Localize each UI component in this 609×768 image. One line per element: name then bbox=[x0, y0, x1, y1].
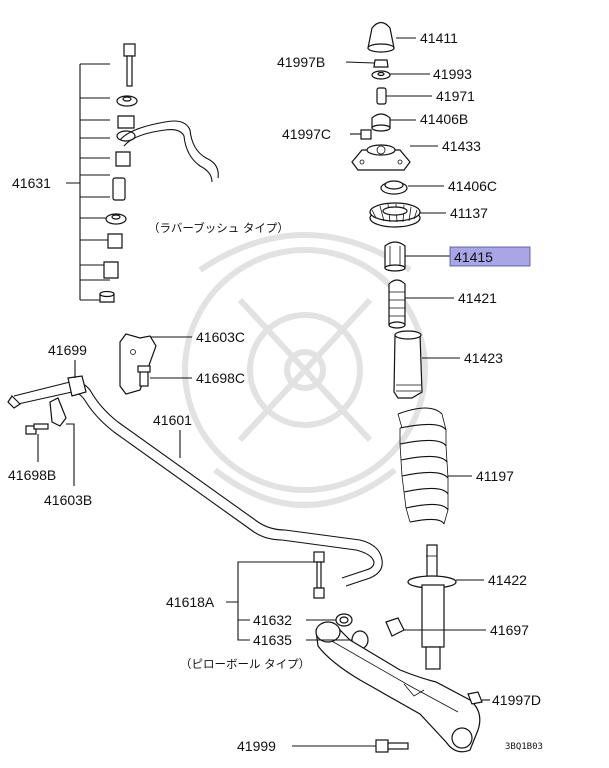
label-41699[interactable]: 41699 bbox=[48, 342, 87, 358]
label-41618a[interactable]: 41618A bbox=[166, 594, 215, 610]
upper-bushing-part[interactable] bbox=[371, 113, 391, 132]
label-41698c[interactable]: 41698C bbox=[196, 370, 245, 386]
dust-boot-part[interactable] bbox=[393, 330, 423, 399]
coil-spring-part[interactable] bbox=[397, 407, 449, 525]
mount-nut-part[interactable] bbox=[360, 129, 372, 140]
stabilizer-rubber-bush-set bbox=[66, 43, 219, 303]
strut-washer-part[interactable] bbox=[371, 70, 391, 80]
link-washer-41632-part[interactable] bbox=[335, 613, 353, 627]
stabilizer-washer-part-2[interactable] bbox=[105, 213, 127, 225]
stabilizer-collar-part[interactable] bbox=[112, 177, 126, 201]
bolt-41698c-part[interactable] bbox=[137, 365, 151, 387]
stabilizer-bar-part[interactable] bbox=[7, 381, 383, 587]
label-41433[interactable]: 41433 bbox=[442, 138, 481, 154]
lower-arm bbox=[315, 621, 481, 753]
upper-mount-part[interactable] bbox=[351, 144, 411, 171]
stabilizer-bushing-part-3[interactable] bbox=[107, 233, 123, 249]
label-41415[interactable]: 41415 bbox=[454, 249, 493, 265]
label-41993[interactable]: 41993 bbox=[433, 66, 472, 82]
label-41406c[interactable]: 41406C bbox=[448, 178, 497, 194]
strut-cap-part[interactable] bbox=[367, 21, 395, 53]
strut-collar-part[interactable] bbox=[376, 87, 387, 105]
stabilizer-bracket-c-part[interactable] bbox=[119, 333, 157, 395]
note-pillow-ball-type: （ピローボール タイプ） bbox=[180, 657, 310, 671]
label-41999[interactable]: 41999 bbox=[237, 738, 276, 754]
label-41422[interactable]: 41422 bbox=[488, 572, 527, 588]
stabilizer-bushing-part[interactable] bbox=[116, 115, 136, 142]
stabilizer-nut-part[interactable] bbox=[99, 290, 115, 303]
label-41997b[interactable]: 41997B bbox=[277, 54, 325, 70]
stabilizer-bushing-part-4[interactable] bbox=[103, 261, 119, 279]
label-41601[interactable]: 41601 bbox=[153, 412, 192, 428]
bolt-41999-part[interactable] bbox=[375, 739, 409, 753]
strut-assembly bbox=[351, 21, 457, 670]
stabilizer-link-part[interactable] bbox=[313, 551, 325, 599]
label-41603b[interactable]: 41603B bbox=[44, 492, 92, 508]
note-rubber-bush-type: （ラバーブッシュ タイプ） bbox=[148, 221, 289, 235]
label-41423[interactable]: 41423 bbox=[464, 350, 503, 366]
stabilizer-bar-end[interactable] bbox=[119, 120, 219, 183]
stabilizer-bracket-b-part[interactable] bbox=[49, 397, 67, 427]
label-41697[interactable]: 41697 bbox=[490, 622, 529, 638]
label-41631[interactable]: 41631 bbox=[12, 175, 51, 191]
bolt-41698b-part[interactable] bbox=[25, 423, 49, 435]
part-labels: 41411 41997B 41993 41971 41406B 41997C 4… bbox=[8, 30, 543, 754]
label-41997d[interactable]: 41997D bbox=[492, 692, 541, 708]
stabilizer-bolt-part[interactable] bbox=[123, 43, 136, 87]
group-bracket-41631 bbox=[66, 63, 110, 301]
watermark-emblem bbox=[182, 232, 428, 508]
label-41406b[interactable]: 41406B bbox=[420, 111, 468, 127]
leader-lines bbox=[37, 37, 490, 747]
drawing-code: 3BQ1B03 bbox=[505, 742, 543, 752]
label-41635[interactable]: 41635 bbox=[253, 632, 292, 648]
label-41603c[interactable]: 41603C bbox=[196, 329, 245, 345]
bushing-41697-part[interactable] bbox=[385, 617, 405, 637]
stabilizer-bushing-part-2[interactable] bbox=[115, 151, 131, 167]
nut-41997d-part[interactable] bbox=[467, 691, 483, 705]
stabilizer-washer-part[interactable] bbox=[116, 95, 138, 107]
stabilizer-bushing-41699-part[interactable] bbox=[67, 375, 87, 397]
strut-nut-part[interactable] bbox=[373, 59, 389, 68]
spring-seat-part[interactable] bbox=[369, 202, 421, 228]
label-41421[interactable]: 41421 bbox=[458, 290, 497, 306]
label-41632[interactable]: 41632 bbox=[253, 612, 292, 628]
label-41971[interactable]: 41971 bbox=[436, 88, 475, 104]
label-41197[interactable]: 41197 bbox=[476, 468, 514, 484]
label-41997c[interactable]: 41997C bbox=[282, 126, 331, 142]
shock-absorber-part[interactable] bbox=[407, 544, 457, 670]
label-41137[interactable]: 41137 bbox=[450, 205, 488, 221]
highlight-box-41415 bbox=[449, 246, 531, 267]
bump-stopper-part[interactable] bbox=[384, 241, 406, 272]
bump-rubber-part[interactable] bbox=[388, 279, 406, 329]
lower-bushing-part[interactable] bbox=[380, 180, 408, 195]
label-41411[interactable]: 41411 bbox=[420, 30, 458, 46]
label-41698b[interactable]: 41698B bbox=[8, 467, 56, 483]
